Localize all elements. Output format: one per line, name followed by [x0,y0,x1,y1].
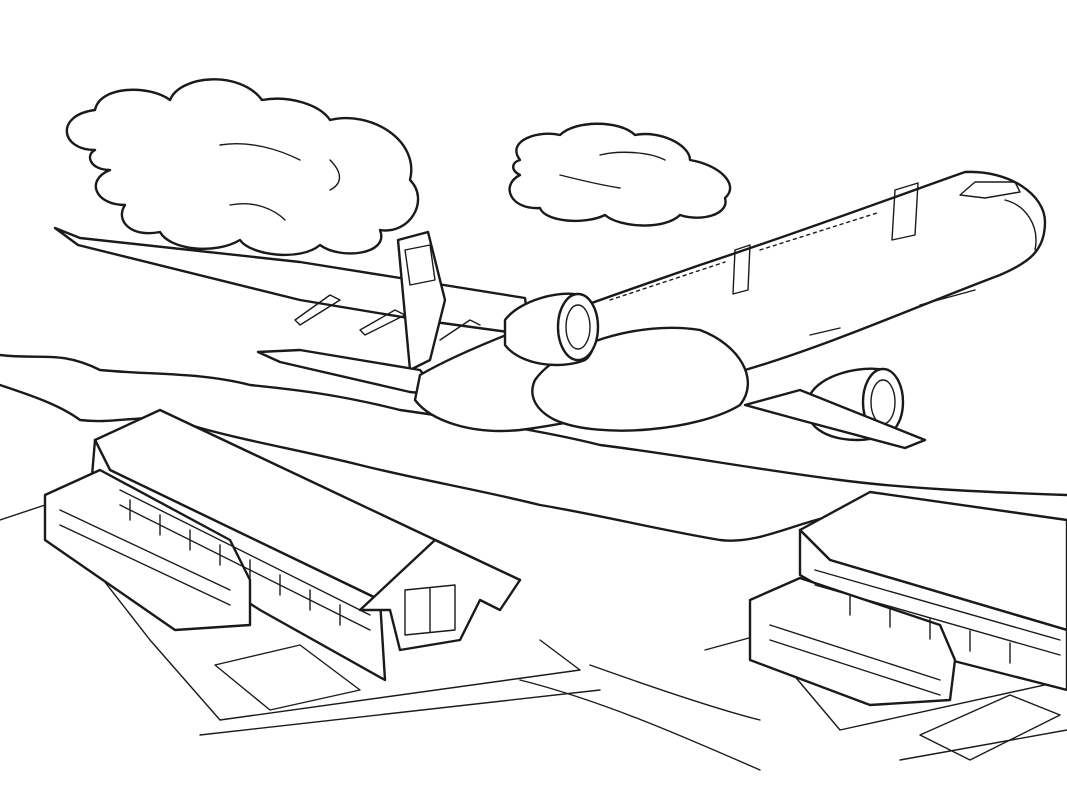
terminal-right-front [798,528,1067,692]
airplane-cockpit-windows [959,181,1021,199]
ground-line [519,664,761,771]
terminal-right-windows [769,569,1061,696]
airplane-doors [732,182,976,336]
airplane-engine-left [503,292,600,367]
airplane-nose-cone [1004,199,1037,251]
cloud-left [65,78,420,257]
airplane-flap-fairings [294,294,481,341]
terminal-left-hangar [358,538,522,652]
terminal-left-parking [214,644,361,711]
coastline-lower [0,383,842,542]
cloud-right [508,122,732,227]
terminal-right-annex [748,576,957,707]
airplane-left-wing [53,226,532,337]
terminal-left-apron [0,504,601,736]
airplane-passenger-windows [609,211,881,301]
terminal-right-parking [919,694,1061,761]
cloud-left-detail [219,142,341,221]
terminal-left-windows [59,489,456,636]
terminal-right-apron [704,634,1067,761]
cloud-right-detail [559,151,666,189]
airplane-right-wing-stub [743,388,927,450]
airplane-tail-logo [404,244,436,286]
